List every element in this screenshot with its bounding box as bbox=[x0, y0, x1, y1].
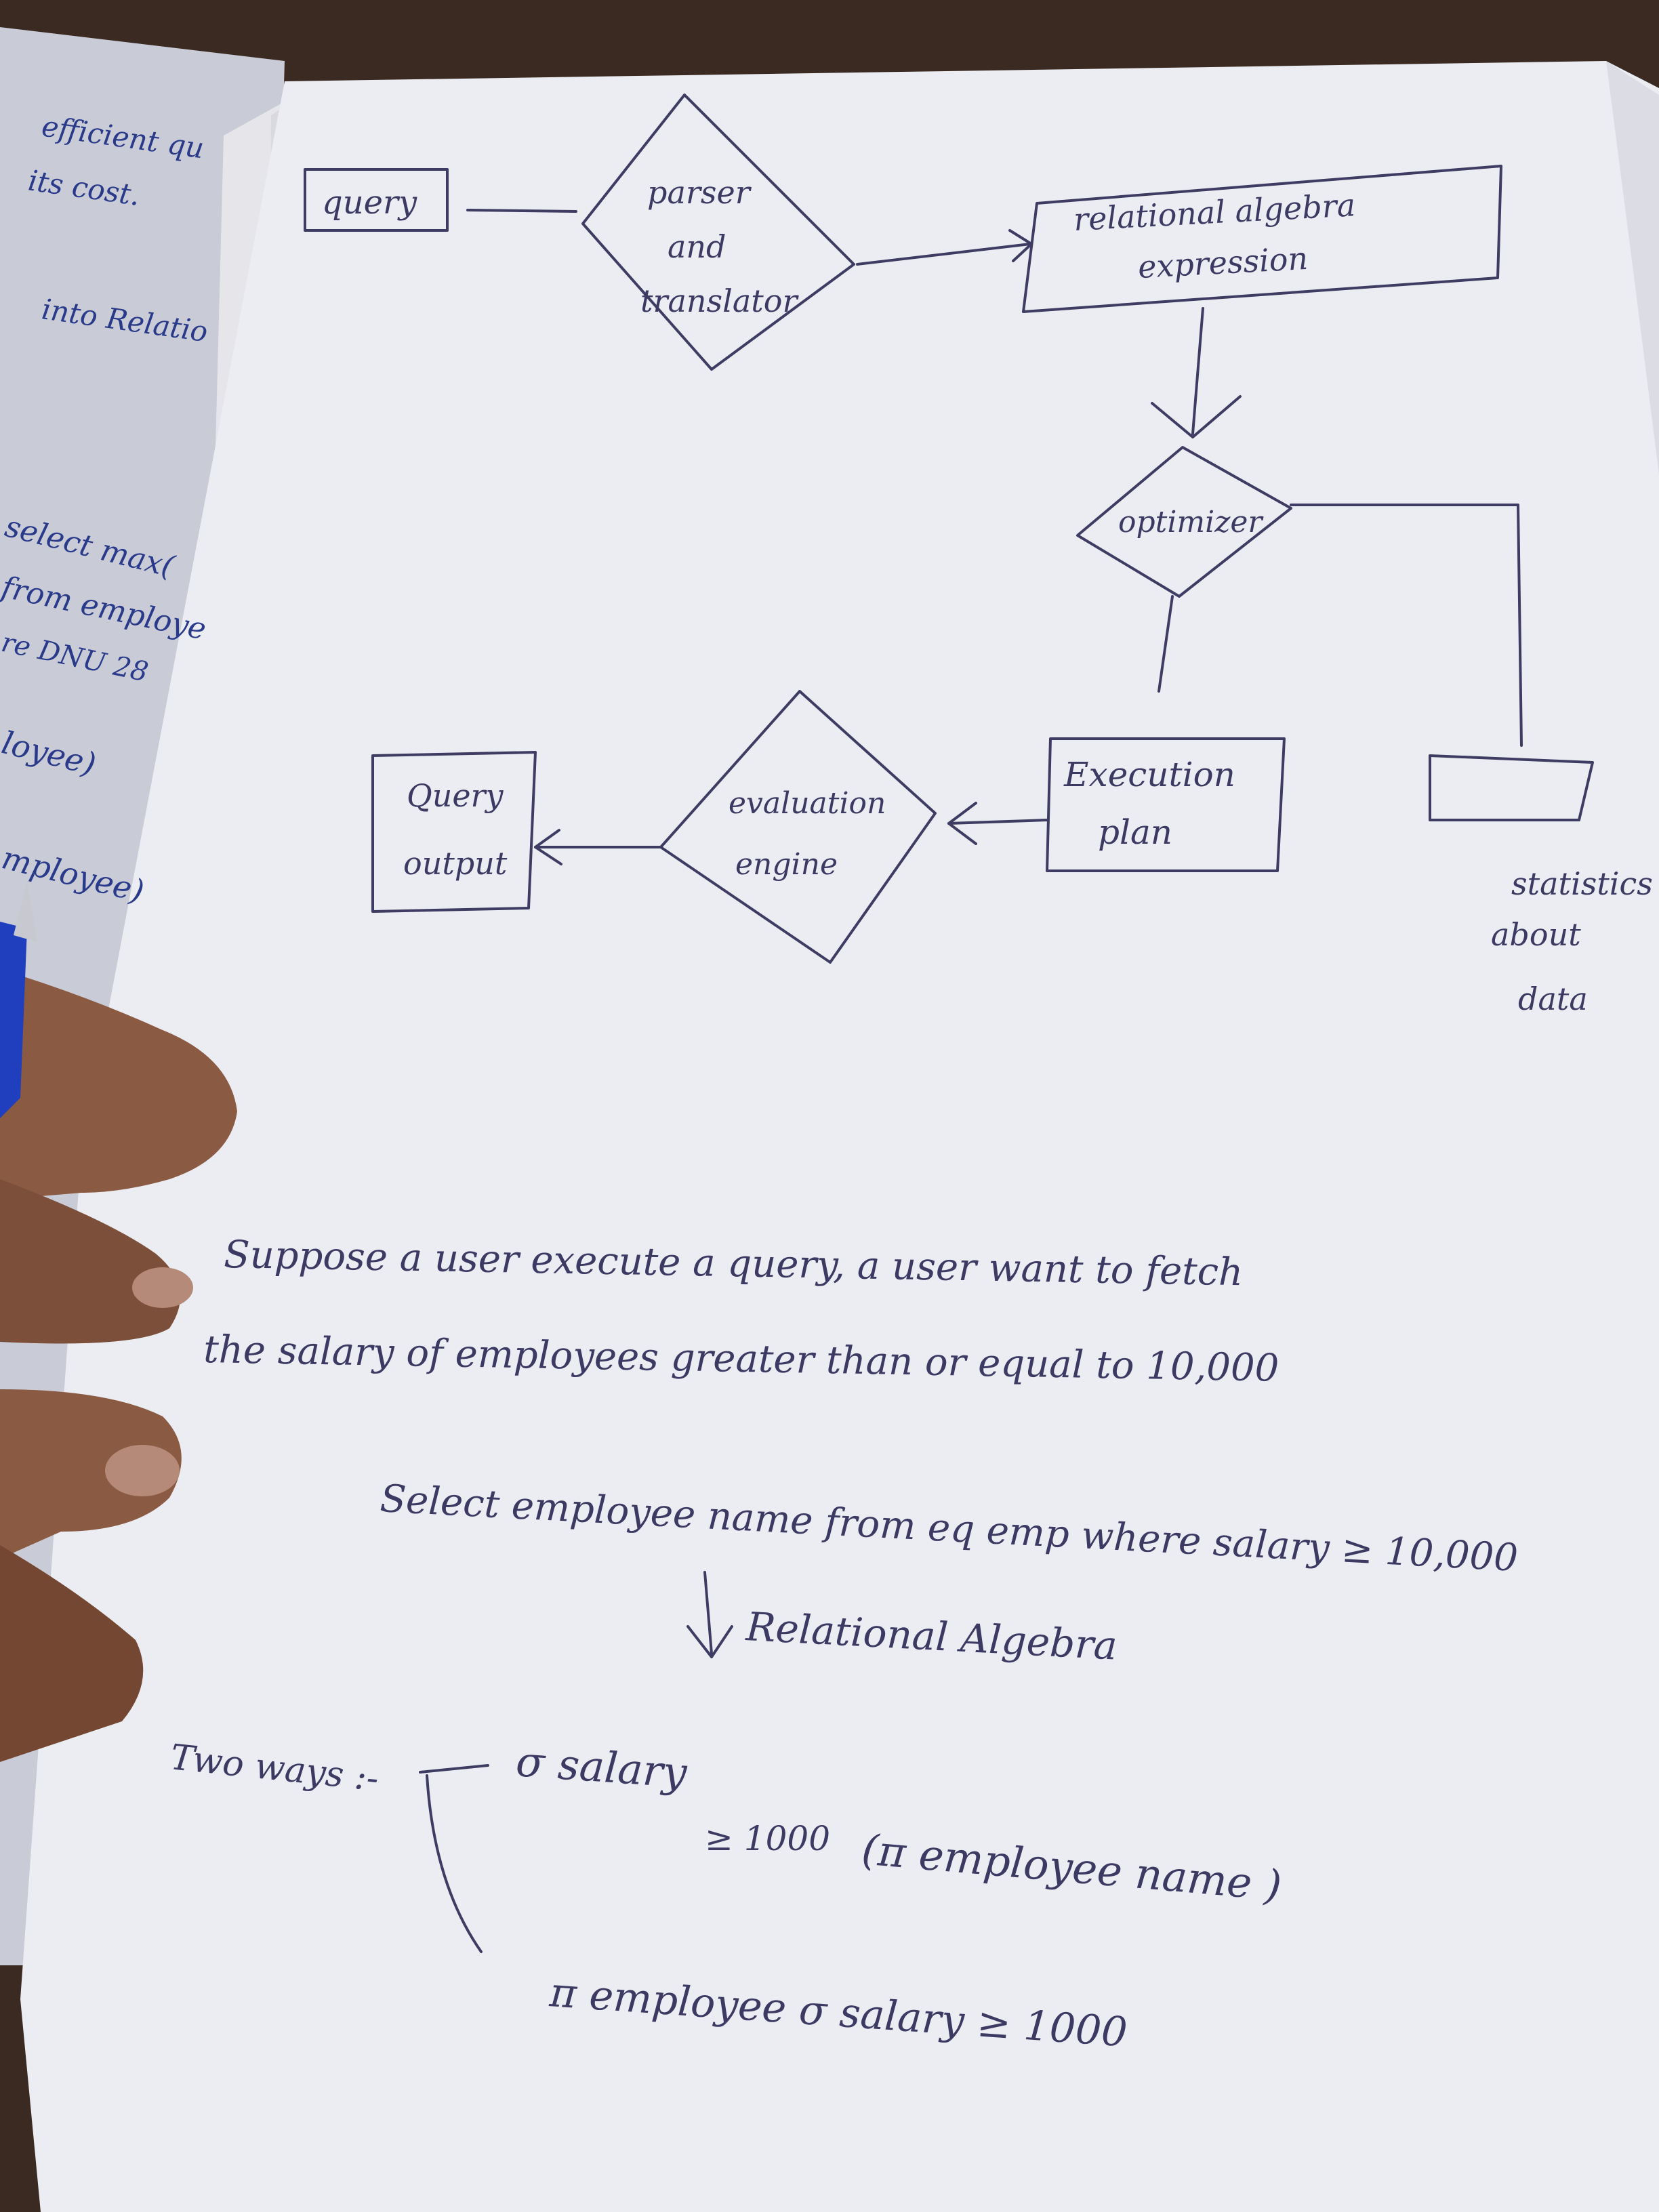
execution-plan-label-1: Execution bbox=[1063, 755, 1235, 794]
query-output-box bbox=[371, 751, 537, 913]
evaluation-engine-label-1: evaluation bbox=[729, 786, 886, 821]
optimizer-diamond bbox=[1076, 446, 1292, 598]
query-label: query bbox=[322, 184, 417, 222]
hand bbox=[0, 881, 237, 1762]
evaluation-engine-diamond bbox=[659, 690, 937, 964]
way-1-sigma: σ salary bbox=[514, 1736, 689, 1797]
optimizer-label: optimizer bbox=[1118, 505, 1264, 539]
query-box bbox=[304, 168, 449, 232]
query-output-label-1: Query bbox=[407, 777, 504, 814]
query-output-label-2: output bbox=[403, 845, 508, 882]
relational-algebra-box bbox=[1022, 165, 1502, 313]
statistics-label-2: about bbox=[1491, 916, 1581, 953]
way-1-subscript: ≥ 1000 bbox=[705, 1819, 830, 1858]
relational-algebra-label-2: expression bbox=[1137, 240, 1309, 285]
execution-plan-box bbox=[1046, 737, 1286, 872]
statistics-label-3: data bbox=[1518, 981, 1588, 1017]
main-page bbox=[20, 61, 1659, 2212]
parser-label-1: parser bbox=[647, 174, 752, 211]
parser-diamond bbox=[581, 94, 855, 371]
flow-diagram: query parser and translator relational a… bbox=[304, 94, 1653, 1017]
parser-label-3: translator bbox=[640, 283, 799, 319]
execution-plan-label-2: plan bbox=[1098, 813, 1172, 852]
parser-label-2: and bbox=[668, 228, 726, 265]
evaluation-engine-label-2: engine bbox=[735, 847, 838, 882]
statistics-box bbox=[1429, 754, 1594, 821]
statistics-label-1: statistics bbox=[1511, 865, 1653, 902]
